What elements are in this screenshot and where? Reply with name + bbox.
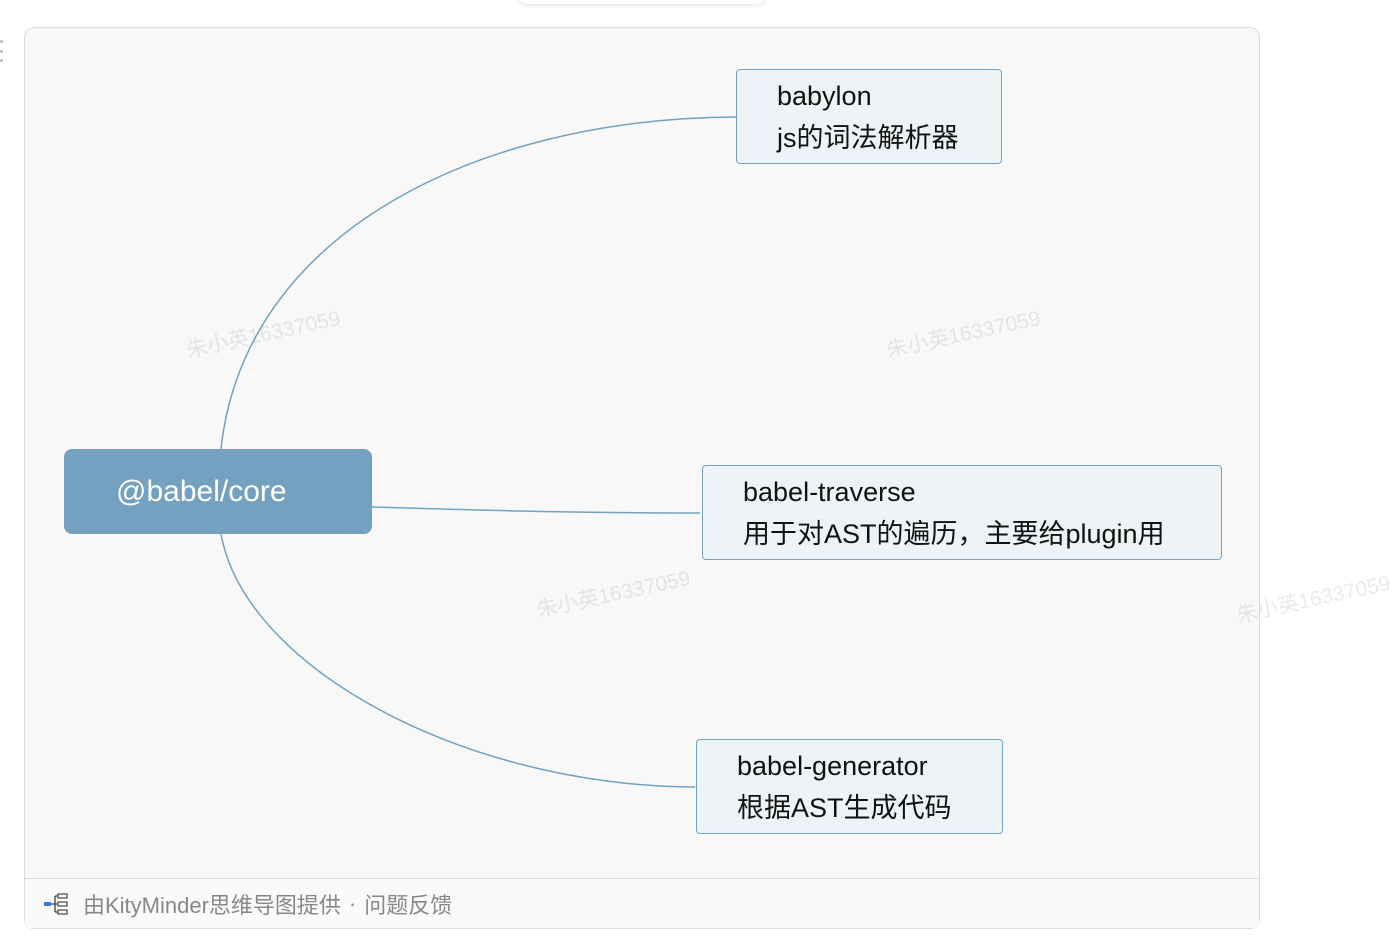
child-node-title: babel-generator xyxy=(737,751,928,781)
footer-separator: · xyxy=(348,890,357,916)
root-node-label: @babel/core xyxy=(116,474,287,508)
child-node-title: babel-traverse xyxy=(743,477,916,507)
root-node[interactable]: @babel/core xyxy=(64,449,372,534)
mindmap-canvas[interactable]: 朱小英16337059 朱小英16337059 朱小英16337059 朱小英1… xyxy=(25,28,1392,880)
child-node-babel-generator[interactable]: babel-generator 根据AST生成代码 xyxy=(696,739,1003,834)
connector-babel-traverse xyxy=(371,506,701,514)
provider-text: 由KityMinder思维导图提供 xyxy=(83,892,341,918)
child-node-description: js的词法解析器 xyxy=(777,123,959,153)
connector-babel-generator xyxy=(220,533,696,788)
child-node-babel-traverse[interactable]: babel-traverse 用于对AST的遍历，主要给plugin用 xyxy=(702,465,1222,560)
top-tab xyxy=(516,0,768,4)
child-node-title: babylon xyxy=(777,81,872,111)
child-node-description: 用于对AST的遍历，主要给plugin用 xyxy=(743,519,1165,549)
feedback-link[interactable]: 问题反馈 xyxy=(364,892,453,918)
connector-babylon xyxy=(220,116,737,450)
mindmap-logo-icon xyxy=(44,892,68,915)
footer-bar: 由KityMinder思维导图提供 · 问题反馈 xyxy=(25,878,1259,928)
resize-handle[interactable] xyxy=(0,40,4,62)
child-node-babylon[interactable]: babylon js的词法解析器 xyxy=(736,69,1002,164)
mindmap-frame: 朱小英16337059 朱小英16337059 朱小英16337059 朱小英1… xyxy=(24,27,1392,929)
child-node-description: 根据AST生成代码 xyxy=(737,793,952,823)
connector-lines xyxy=(220,116,737,788)
